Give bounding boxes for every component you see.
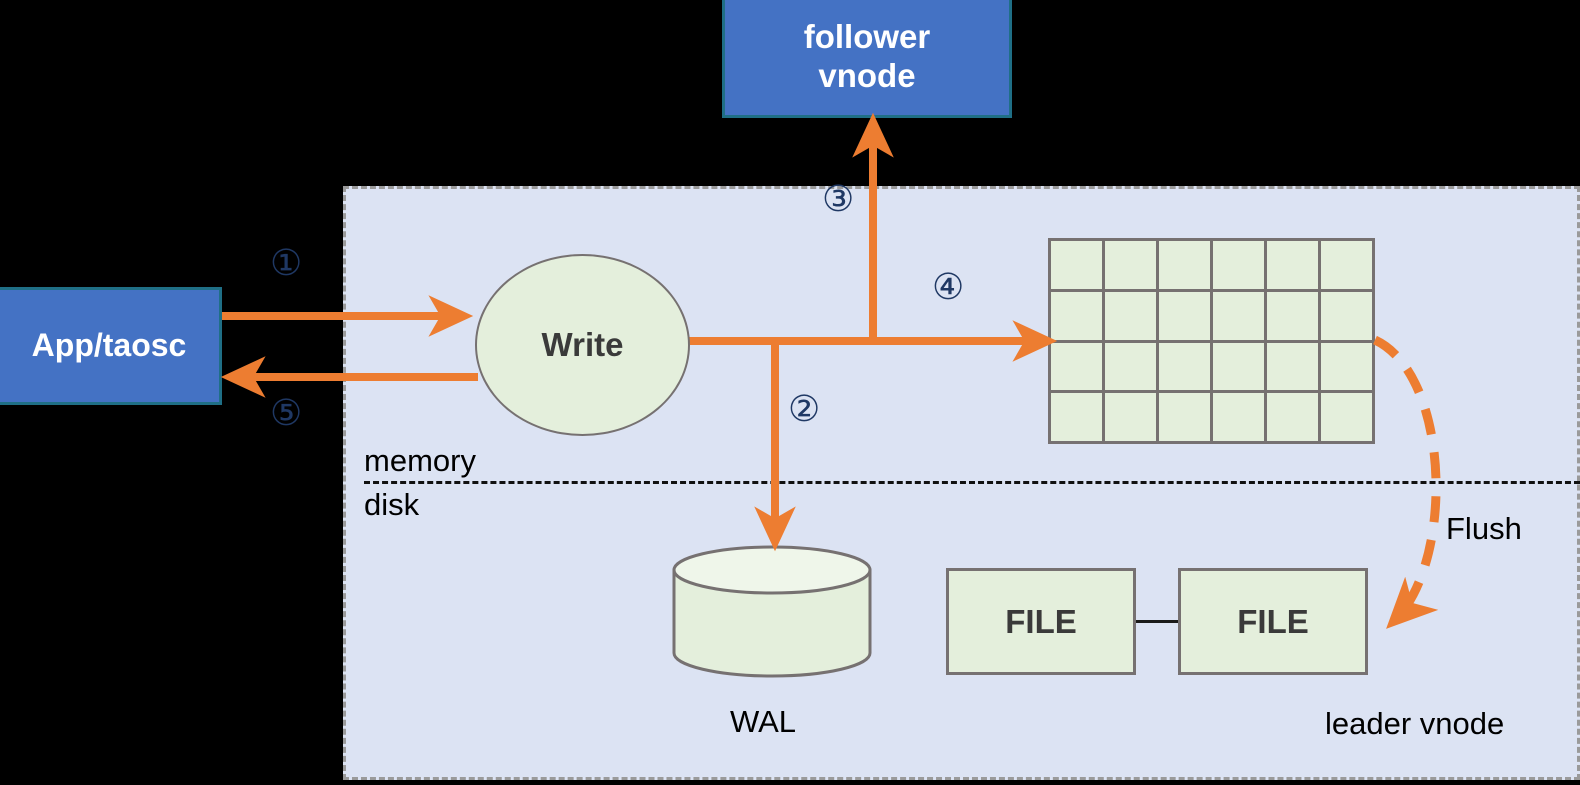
file-box-2-label: FILE (1237, 602, 1309, 640)
memtable-cell (1159, 342, 1213, 394)
memtable-cell (1267, 241, 1321, 292)
memtable-cell (1267, 342, 1321, 394)
memtable-cell (1051, 291, 1105, 343)
memtable-cell (1105, 393, 1159, 444)
step-number-3: ③ (822, 179, 855, 220)
memtable-cell (1159, 291, 1213, 343)
memtable-cell (1321, 291, 1375, 343)
memtable-cell (1321, 393, 1375, 444)
label-memory: memory (364, 443, 476, 478)
memtable-cell (1051, 393, 1105, 444)
file-connector-line (1136, 620, 1181, 623)
file-box-2[interactable]: FILE (1178, 568, 1368, 675)
memtable-cell (1105, 291, 1159, 343)
step-number-5: ⑤ (270, 393, 303, 434)
memory-disk-divider (364, 481, 1580, 484)
memtable-cell (1051, 241, 1105, 292)
memtable-cell (1105, 342, 1159, 394)
memtable-cell (1321, 241, 1375, 292)
label-flush: Flush (1446, 511, 1522, 546)
follower-vnode-box[interactable]: follower vnode (722, 0, 1012, 118)
memtable-cell (1159, 393, 1213, 444)
memtable-cell (1267, 393, 1321, 444)
file-box-1-label: FILE (1005, 602, 1077, 640)
app-taosc-label: App/taosc (31, 327, 187, 364)
file-box-1[interactable]: FILE (946, 568, 1136, 675)
write-node-label: Write (541, 326, 624, 363)
memtable-cell (1105, 241, 1159, 292)
memtable-cell (1321, 342, 1375, 394)
memtable-cell (1051, 342, 1105, 394)
memtable-cell (1213, 393, 1267, 444)
write-node[interactable]: Write (475, 254, 690, 436)
memtable-cell (1213, 291, 1267, 343)
wal-cylinder[interactable] (672, 545, 872, 678)
memtable-cell (1213, 241, 1267, 292)
memtable-cell (1213, 342, 1267, 394)
label-wal: WAL (730, 704, 797, 739)
step-number-1: ① (270, 243, 303, 284)
memtable-cell (1267, 291, 1321, 343)
follower-vnode-label-line1: follower (803, 18, 931, 56)
memtable-cell (1159, 241, 1213, 292)
label-disk: disk (364, 487, 420, 522)
cylinder-icon (672, 545, 872, 678)
app-taosc-box[interactable]: App/taosc (0, 287, 222, 405)
label-leader-vnode: leader vnode (1325, 706, 1505, 741)
follower-vnode-label-line2: vnode (818, 57, 916, 94)
step-number-2: ② (788, 389, 821, 430)
step-number-4: ④ (932, 267, 965, 308)
memtable-grid[interactable] (1048, 238, 1375, 444)
